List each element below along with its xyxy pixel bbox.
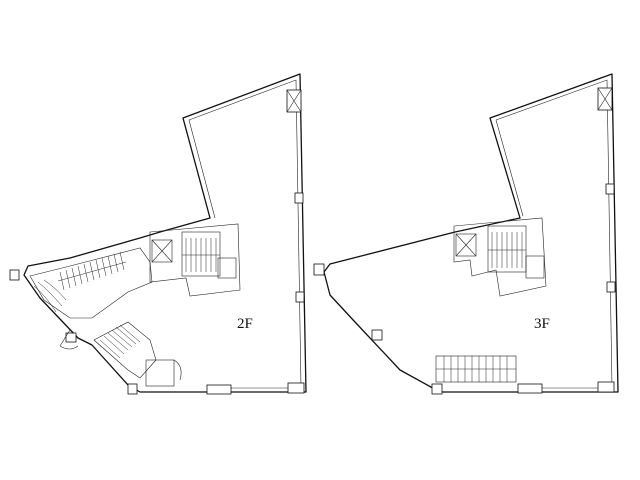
outer-wall-2f [23,73,307,393]
outer-wall-3f [323,73,619,393]
wing-wall-2f [29,247,153,319]
column-2f-bottom-mid [206,384,232,395]
floor-plan-2f [9,73,307,395]
column-2f-left-2 [65,332,77,343]
floor-label-2f: 2F [237,316,253,332]
column-2f-right-2 [295,291,305,303]
small-room-2f [145,359,175,387]
inner-wall-3f [495,79,613,389]
floor-plan-3f [313,73,619,395]
core-stair-2f [181,231,221,277]
column-3f-right-1 [605,183,615,195]
core-room-3f [525,255,545,279]
wing-stair-2f [33,251,127,313]
column-2f-left-1 [9,269,20,281]
column-2f-bottom-left [127,383,138,395]
elevator-3f [455,233,477,257]
column-3f-left-2 [371,329,383,341]
column-3f-bottom-left [431,383,443,395]
lower-stair-2f [99,324,141,359]
core-room-2f [217,257,237,279]
column-3f-right-2 [606,281,616,293]
column-3f-left-1 [313,263,325,276]
floor-label-3f: 3F [534,316,550,332]
column-2f-bottom-right [287,382,305,394]
core-stair-3f [487,225,527,273]
elevator-2f [151,239,173,263]
column-3f-bottom-mid [517,383,543,394]
column-2f-right-1 [294,192,304,204]
inner-wall-2f [188,79,302,389]
column-3f-bottom-right [597,381,615,393]
